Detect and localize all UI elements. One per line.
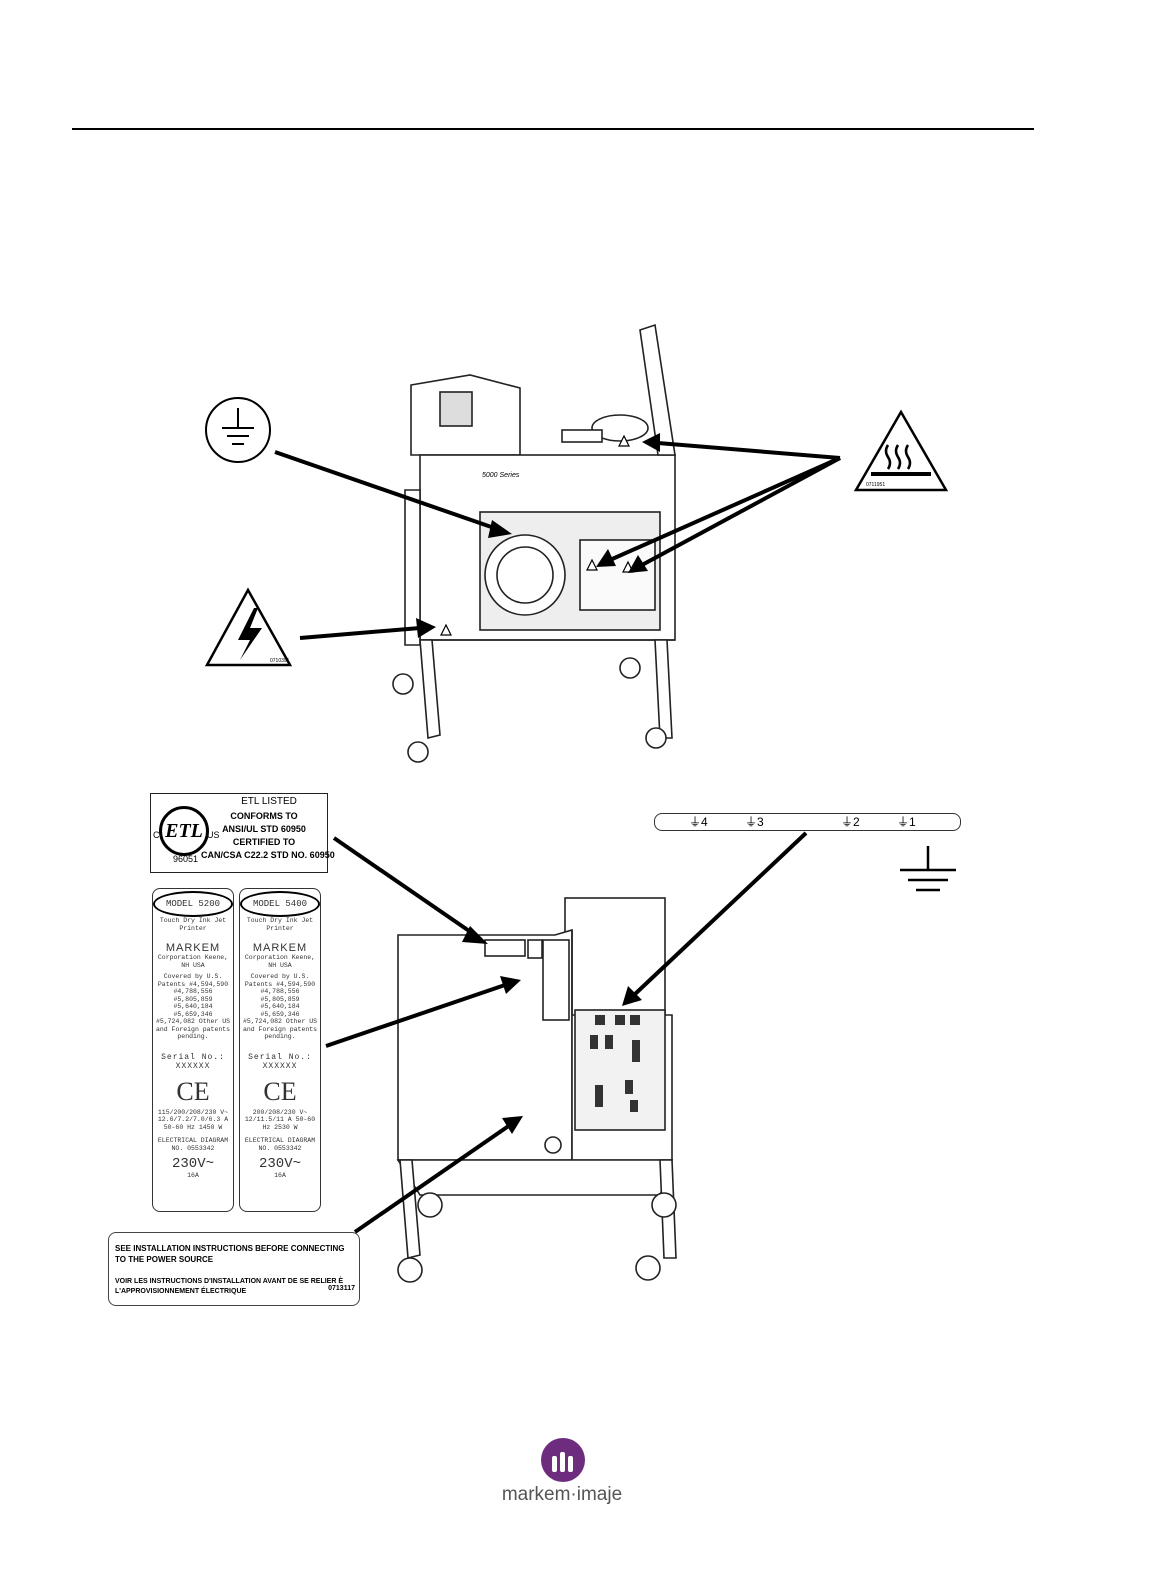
plate-diagram: ELECTRICAL DIAGRAM NO. 0553342	[244, 1137, 316, 1152]
plate-serial-label: Serial No.:	[161, 1052, 225, 1062]
etl-us-mark: US	[207, 830, 220, 840]
rating-plate-5400: MODEL 5400 Touch Dry Ink Jet Printer MAR…	[239, 888, 321, 1212]
plate-patents: Covered by U.S. Patents #4,594,590 #4,78…	[242, 973, 318, 1040]
ground-terminal-4: ⏚4	[689, 815, 708, 829]
printer-front-illustration: 0710391 0711951 5000 Series	[204, 323, 949, 763]
ground-symbol-icon	[900, 846, 956, 892]
protective-earth-icon	[205, 397, 271, 463]
electrical-hazard-icon: 0710391	[204, 587, 293, 667]
notice-french: VOIR LES INSTRUCTIONS D'INSTALLATION AVA…	[115, 1278, 344, 1295]
etl-logo: ETL	[159, 806, 209, 856]
ground-terminal-3: ⏚3	[745, 815, 764, 829]
unit-badge: 5000 Series	[482, 472, 520, 479]
plate-model: MODEL 5200	[153, 891, 233, 917]
plate-fuse: 16A	[187, 1172, 199, 1179]
ground-terminal-1: ⏚1	[897, 815, 916, 829]
plate-fuse: 16A	[274, 1172, 286, 1179]
plate-serial-value: XXXXXX	[175, 1061, 211, 1071]
notice-english: SEE INSTALLATION INSTRUCTIONS BEFORE CON…	[115, 1244, 345, 1264]
plate-mains: 230V~	[171, 1156, 214, 1172]
plate-corp: Corporation Keene, NH USA	[244, 954, 316, 969]
plate-patents: Covered by U.S. Patents #4,594,590 #4,78…	[155, 973, 231, 1040]
etl-number: 96051	[173, 854, 199, 864]
header-rule	[72, 128, 1034, 130]
plate-model: MODEL 5400	[240, 891, 320, 917]
ground-terminal-2: ⏚2	[841, 815, 860, 829]
etl-listed-label: C ETL US 96051 ETL LISTED CONFORMS TO AN…	[150, 793, 335, 873]
ce-mark: CE	[176, 1076, 210, 1106]
brand-wordmark: markem·imaje	[501, 1484, 623, 1505]
ce-mark: CE	[263, 1076, 297, 1106]
printer-rear-illustration	[325, 831, 956, 1283]
plate-serial-value: XXXXXX	[262, 1061, 298, 1071]
etl-listed-text: ETL LISTED	[241, 796, 297, 807]
notice-code: 0713117	[328, 1285, 355, 1292]
plate-mains: 230V~	[258, 1156, 301, 1172]
plate-product: Touch Dry Ink Jet Printer	[246, 917, 314, 932]
plate-voltage: 200/208/230 V~ 12/11.5/11 A 50-60 Hz 253…	[244, 1108, 316, 1131]
plate-serial-label: Serial No.:	[248, 1052, 312, 1062]
plate-product: Touch Dry Ink Jet Printer	[159, 917, 227, 932]
shock-label-code: 0710391	[270, 658, 290, 664]
ground-terminal-strip: ⏚4 ⏚3 ⏚2 ⏚1	[654, 813, 961, 831]
etl-conformance-text: CONFORMS TO ANSI/UL STD 60950 CERTIFIED …	[201, 811, 335, 860]
plate-brand: MARKEM	[252, 942, 308, 954]
heat-label-code: 0711951	[866, 482, 885, 488]
plate-brand: MARKEM	[165, 942, 221, 954]
brand-logo-icon	[541, 1438, 585, 1482]
installation-notice-label: SEE INSTALLATION INSTRUCTIONS BEFORE CON…	[108, 1232, 360, 1306]
rating-plate-5200: MODEL 5200 Touch Dry Ink Jet Printer MAR…	[152, 888, 234, 1212]
plate-diagram: ELECTRICAL DIAGRAM NO. 0553342	[157, 1137, 229, 1152]
hot-surface-icon: 0711951	[853, 409, 949, 492]
plate-voltage: 115/200/208/230 V~ 12.6/7.2/7.0/6.3 A 50…	[157, 1108, 229, 1131]
plate-corp: Corporation Keene, NH USA	[157, 954, 229, 969]
etl-c-mark: C	[153, 830, 160, 840]
